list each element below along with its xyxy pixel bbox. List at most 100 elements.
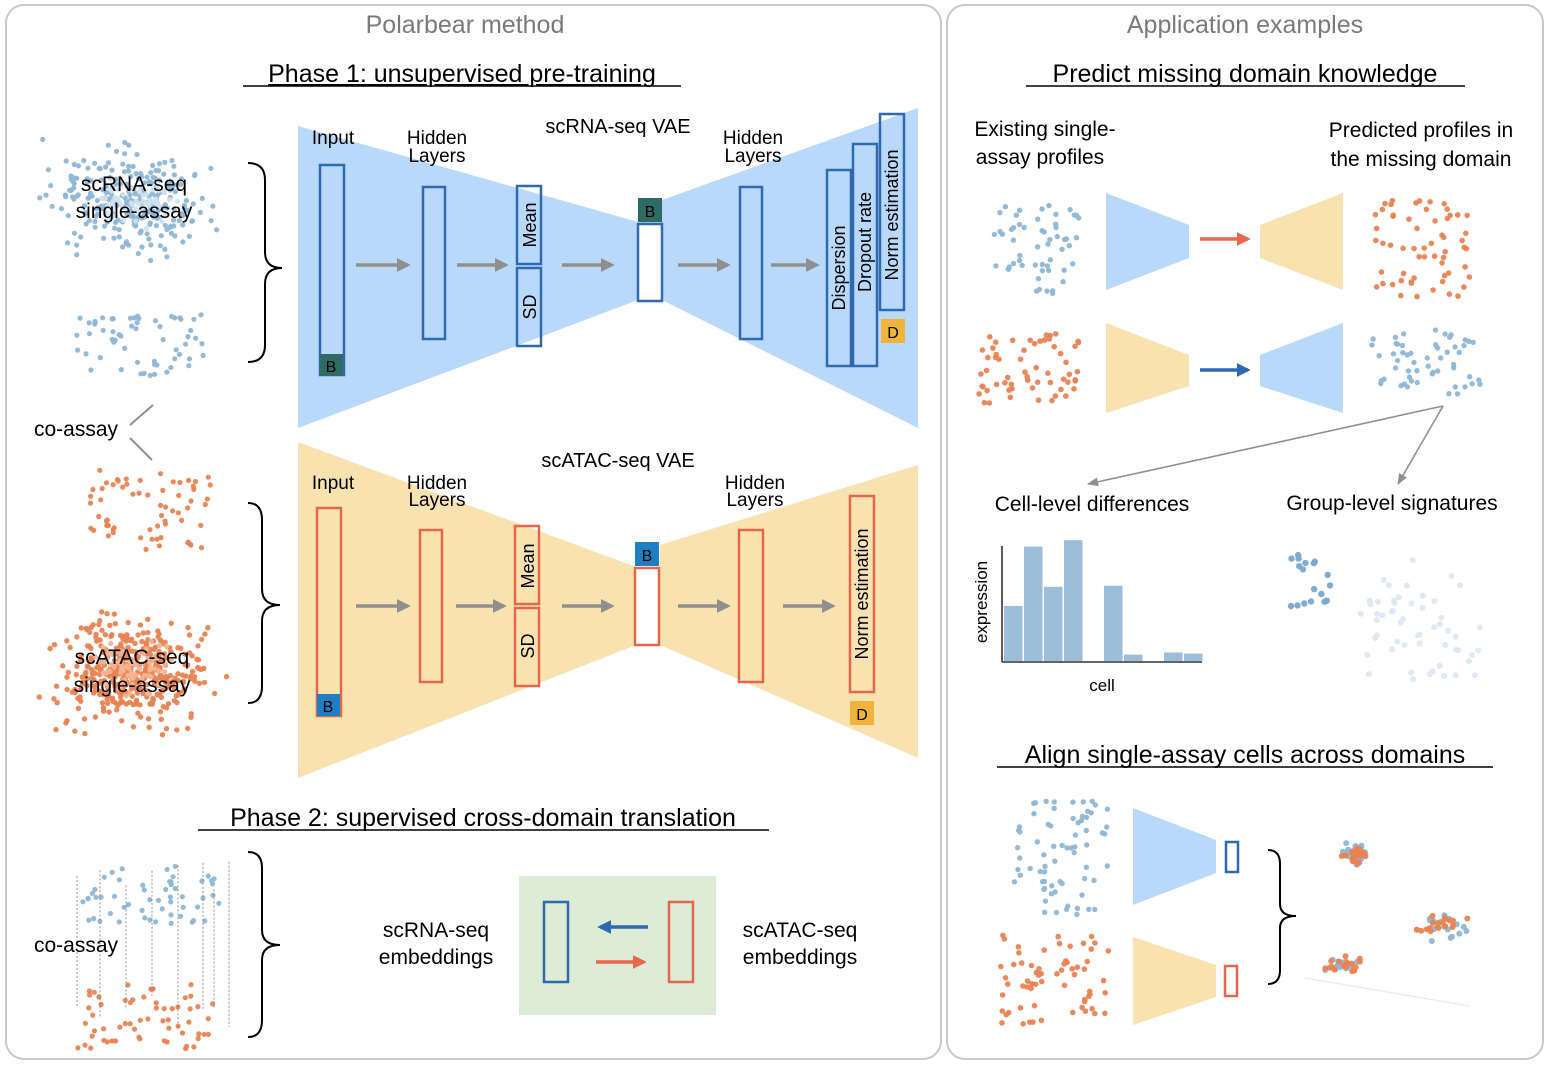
scatter-dot	[186, 233, 192, 239]
scatter-dot	[1029, 385, 1036, 391]
scatter-dot	[1444, 206, 1450, 212]
rna-input-batch-label: B	[326, 359, 337, 376]
scatter-dot	[1030, 1019, 1036, 1025]
scatter-dot	[109, 205, 115, 211]
align-atac-embedding	[1223, 964, 1239, 998]
scatter-dot	[174, 727, 180, 733]
scatter-dot	[170, 479, 176, 485]
scatter-dot	[1399, 342, 1406, 349]
scatter-dot	[101, 235, 107, 241]
scatter-dot	[161, 1006, 167, 1012]
scatter-dot	[170, 508, 176, 514]
scatter-dot	[165, 701, 172, 707]
scatter-dot	[104, 210, 110, 216]
scatter-dot	[150, 697, 156, 704]
scatter-dot	[154, 185, 160, 192]
scatter-dot	[1373, 225, 1380, 232]
scatter-dot	[1081, 875, 1088, 882]
scatter-dot	[1390, 597, 1397, 604]
scatter-dot	[163, 705, 170, 711]
scatter-dot	[1446, 391, 1452, 397]
scatter-dot	[100, 187, 106, 193]
scatter-dot	[1083, 827, 1090, 834]
scatter-dot	[1394, 638, 1401, 645]
scatter-dot	[158, 716, 164, 722]
scatter-dot	[86, 1005, 92, 1011]
scatter-dot	[197, 209, 203, 215]
scatter-dot	[78, 234, 84, 240]
scatter-dot	[1015, 944, 1022, 950]
co-assay-label: co-assay	[34, 418, 119, 441]
scatter-dot	[1041, 852, 1047, 858]
scatter-dot	[168, 912, 174, 918]
expression-bar	[1064, 540, 1083, 661]
scatter-dot	[199, 636, 205, 643]
scatter-dot	[85, 195, 91, 201]
scatter-dot	[1419, 604, 1426, 611]
scatter-dot	[1075, 820, 1081, 826]
rna-domain-label: D	[887, 325, 899, 342]
phase2-title: Phase 2: supervised cross-domain transla…	[230, 804, 736, 832]
scatter-dot	[1405, 368, 1412, 374]
scatter-dot	[157, 243, 163, 249]
left-panel-title: Polarbear method	[366, 11, 565, 39]
scatter-dot	[181, 686, 187, 692]
scatter-dot	[113, 176, 119, 182]
scatter-dot	[1055, 933, 1061, 940]
scatter-dot	[172, 885, 178, 892]
scatter-dot	[118, 367, 124, 373]
scatter-dot	[89, 890, 95, 896]
scatter-dot	[1053, 909, 1060, 916]
scatter-dot	[188, 673, 194, 679]
scatter-dot	[111, 672, 117, 678]
scatter-dot	[991, 231, 998, 238]
scatter-dot	[158, 233, 164, 239]
scatter-dot	[152, 361, 158, 368]
scatter-dot	[104, 655, 110, 662]
scatter-dot	[37, 195, 43, 201]
chart-y-label: expression	[972, 561, 991, 643]
scatter-dot	[103, 164, 109, 170]
scatter-dot	[114, 477, 120, 483]
rna-enc-hidden-layer	[421, 185, 447, 341]
scatter-dot	[130, 163, 136, 170]
scatter-dot	[161, 669, 167, 675]
scatter-dot	[142, 211, 148, 217]
atac-domain-label: D	[856, 707, 868, 724]
scatter-dot	[1435, 368, 1441, 374]
scatter-dot	[1400, 350, 1406, 356]
scatter-dot	[1465, 658, 1472, 665]
expression-bar	[1044, 586, 1063, 661]
scatter-dot	[141, 682, 147, 688]
scatter-dot	[1066, 243, 1073, 249]
scatter-dot	[74, 663, 80, 670]
scatter-dot	[156, 168, 162, 174]
scatter-dot	[1052, 393, 1059, 399]
scatter-dot	[1466, 374, 1473, 380]
scatter-dot	[1049, 883, 1055, 889]
scatter-dot	[1389, 608, 1396, 614]
scatter-dot	[105, 160, 112, 166]
scatter-dot	[152, 371, 158, 377]
scatter-dot	[978, 371, 984, 377]
scatter-dot	[1039, 261, 1046, 268]
scatter-dot	[1442, 641, 1449, 648]
scatter-dot	[135, 176, 141, 182]
scatter-dot	[1468, 652, 1475, 658]
scatter-dot	[1071, 386, 1077, 392]
scatter-dot	[997, 209, 1003, 216]
scatter-dot	[209, 881, 216, 887]
scatter-dot	[110, 213, 116, 219]
scatter-dot	[1450, 917, 1457, 924]
scatter-dot	[87, 190, 93, 196]
scatter-dot	[1031, 811, 1037, 817]
scatter-dot	[71, 180, 77, 186]
scatter-dot	[137, 622, 144, 628]
scatter-dot	[141, 370, 147, 376]
scatter-dot	[1041, 229, 1047, 235]
scatter-dot	[1399, 616, 1406, 622]
scatter-dot	[58, 206, 65, 212]
rna-vae: scRNA-seq VAE Input B Hidden Layers Mean…	[298, 108, 918, 428]
scatter-dot	[999, 1008, 1006, 1014]
scatter-dot	[1456, 582, 1463, 589]
